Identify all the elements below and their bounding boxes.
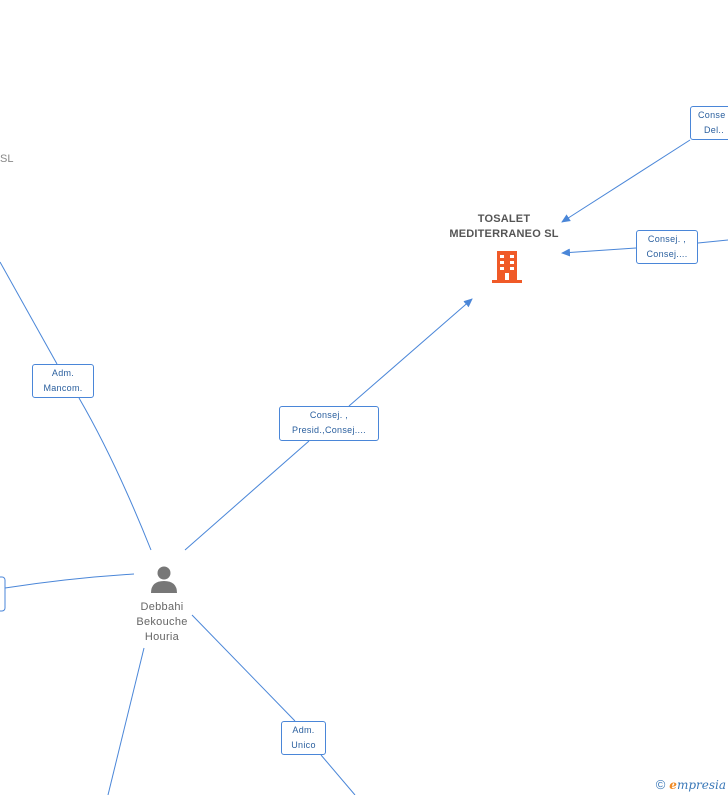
edge-label-mid-right-line1: Consej. , — [647, 234, 687, 244]
edge-label-adm-mancom-line1: Adm. — [51, 368, 75, 378]
edge-line-person-company-a — [184, 440, 310, 551]
edge-label-adm-mancom[interactable]: Adm. Mancom. — [32, 364, 94, 398]
edge-line-adm-unico-a — [191, 614, 296, 722]
edge-line-adm-unico-b — [320, 754, 356, 795]
edge-label-adm-unico[interactable]: Adm. Unico — [281, 721, 326, 755]
edge-line-adm-mancom-a — [0, 261, 58, 365]
edge-label-mid-right-line2: Consej.... — [646, 249, 688, 259]
edge-line-top-right — [561, 139, 691, 223]
company-name-line2: MEDITERRANEO SL — [449, 228, 559, 240]
person-name[interactable]: Debbahi Bekouche Houria — [112, 600, 212, 645]
edge-label-adm-unico-line2: Unico — [291, 740, 316, 750]
person-name-line3: Houria — [144, 631, 180, 643]
empresia-logo-text: mpresia — [676, 778, 726, 792]
edge-label-mid-right[interactable]: Consej. , Consej.... — [636, 230, 698, 264]
copyright-symbol: © — [655, 777, 666, 792]
offscreen-company-suffix[interactable]: SL — [0, 153, 14, 165]
edge-line-left — [4, 573, 135, 589]
company-name-line1: TOSALET — [477, 213, 531, 225]
edge-label-person-company-line2: Presid.,Consej.... — [292, 425, 366, 435]
edge-label-person-company-line1: Consej. , — [309, 410, 349, 420]
edge-line-mid-right-in — [561, 247, 637, 257]
edge-label-top-right-line2: Del.. — [704, 125, 725, 135]
empresia-logo-e: e — [669, 778, 677, 792]
edge-label-adm-mancom-line2: Mancom. — [43, 383, 83, 393]
edge-label-top-right-line1: Conse — [698, 110, 726, 120]
building-icon[interactable] — [491, 250, 523, 284]
edge-label-adm-unico-line1: Adm. — [292, 725, 315, 735]
person-name-line1: Debbahi — [140, 601, 184, 613]
empresia-watermark: ©empresia — [656, 777, 726, 792]
edge-label-person-company[interactable]: Consej. , Presid.,Consej.... — [279, 406, 379, 441]
person-name-line2: Bekouche — [136, 616, 188, 628]
edge-line-adm-mancom-b — [78, 397, 152, 551]
edge-label-partial-left[interactable] — [0, 576, 6, 612]
company-name[interactable]: TOSALET MEDITERRANEO SL — [434, 212, 574, 242]
edge-line-bottom-left — [107, 647, 145, 795]
edge-line-mid-right-out — [697, 239, 728, 244]
edge-label-top-right[interactable]: Conse Del.. — [690, 106, 728, 140]
edge-line-person-company-b — [348, 298, 473, 407]
person-icon[interactable] — [149, 565, 179, 595]
